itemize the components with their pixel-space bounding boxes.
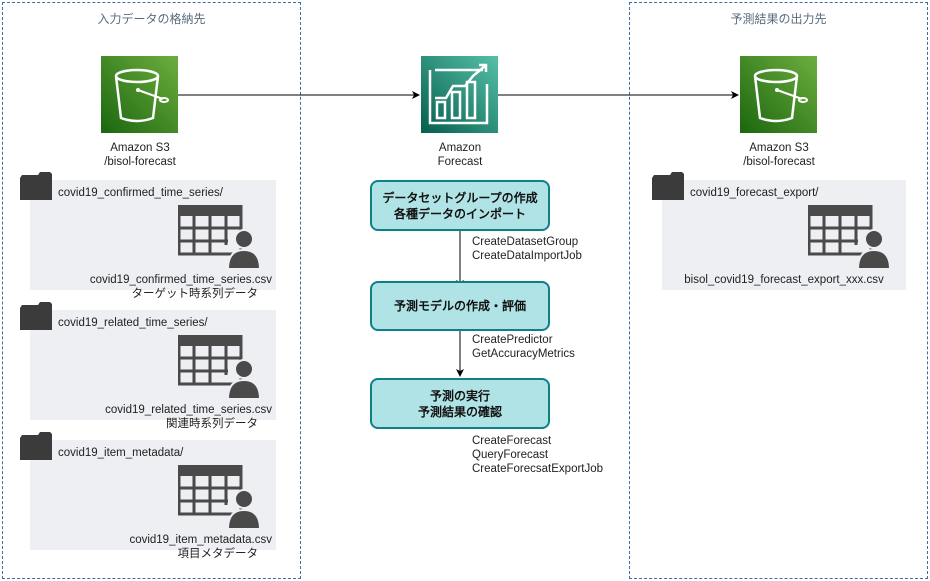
s3-output-name: Amazon S3 [749,142,809,154]
api-label: CreateDatasetGroup [472,236,579,248]
s3-bucket-icon [101,56,178,133]
folder-label: covid19_confirmed_time_series/ [58,187,223,199]
folder-label: covid19_forecast_export/ [690,187,819,199]
file-name: covid19_confirmed_time_series.csv [89,274,272,286]
api-label: CreatePredictor [472,334,553,346]
api-label: CreateForecast [472,435,552,447]
folder-label: covid19_item_metadata/ [58,447,184,459]
api-label: GetAccuracyMetrics [472,348,575,360]
step-create-predictor: 予測モデルの作成・評価 [370,281,550,331]
api-label: QueryForecast [472,449,549,461]
file-description: 項目メタデータ [177,548,259,560]
step1-line2: 各種データのインポート [393,206,526,221]
output-zone-title: 予測結果の出力先 [730,12,827,26]
csv-table-user-icon [177,464,262,534]
api-label: CreateDataImportJob [472,250,582,262]
folder-icon [652,172,684,205]
csv-table-user-icon [177,334,262,404]
step-run-forecast: 予測の実行予測結果の確認 [370,378,550,429]
step-create-dataset: データセットグループの作成各種データのインポート [370,180,550,231]
s3-output-path: /bisol-forecast [743,156,815,168]
file-name: covid19_related_time_series.csv [105,404,272,416]
csv-table-user-icon [807,204,892,274]
file-name: covid19_item_metadata.csv [129,534,272,546]
s3-bucket-icon [740,56,817,133]
step2-line1: 予測モデルの作成・評価 [393,299,526,313]
folder-label: covid19_related_time_series/ [58,317,208,329]
output-zone: 予測結果の出力先 [629,2,928,579]
amazon-forecast-icon [421,56,498,133]
forecast-name1: Amazon [438,142,482,154]
file-description: 関連時系列データ [166,418,258,430]
input-zone-title: 入力データの格納先 [97,12,206,26]
file-name: bisol_covid19_forecast_export_xxx.csv [684,274,884,286]
step3-line1: 予測の実行 [429,388,490,403]
folder-icon [20,302,52,335]
s3-input-path: /bisol-forecast [104,156,176,168]
step1-line1: データセットグループの作成 [382,190,538,205]
folder-icon [20,172,52,205]
csv-table-user-icon [177,204,262,274]
folder-icon [20,432,52,465]
input-zone: 入力データの格納先 [2,2,301,579]
s3-input-label: Amazon S3/bisol-forecast [80,141,200,169]
api-label: CreateForecsatExportJob [472,463,604,475]
s3-output-label: Amazon S3/bisol-forecast [719,141,839,169]
step3-line2: 予測結果の確認 [417,404,502,419]
s3-input-name: Amazon S3 [110,142,170,154]
file-description: ターゲット時系列データ [131,288,259,300]
forecast-name2: Forecast [437,156,483,168]
